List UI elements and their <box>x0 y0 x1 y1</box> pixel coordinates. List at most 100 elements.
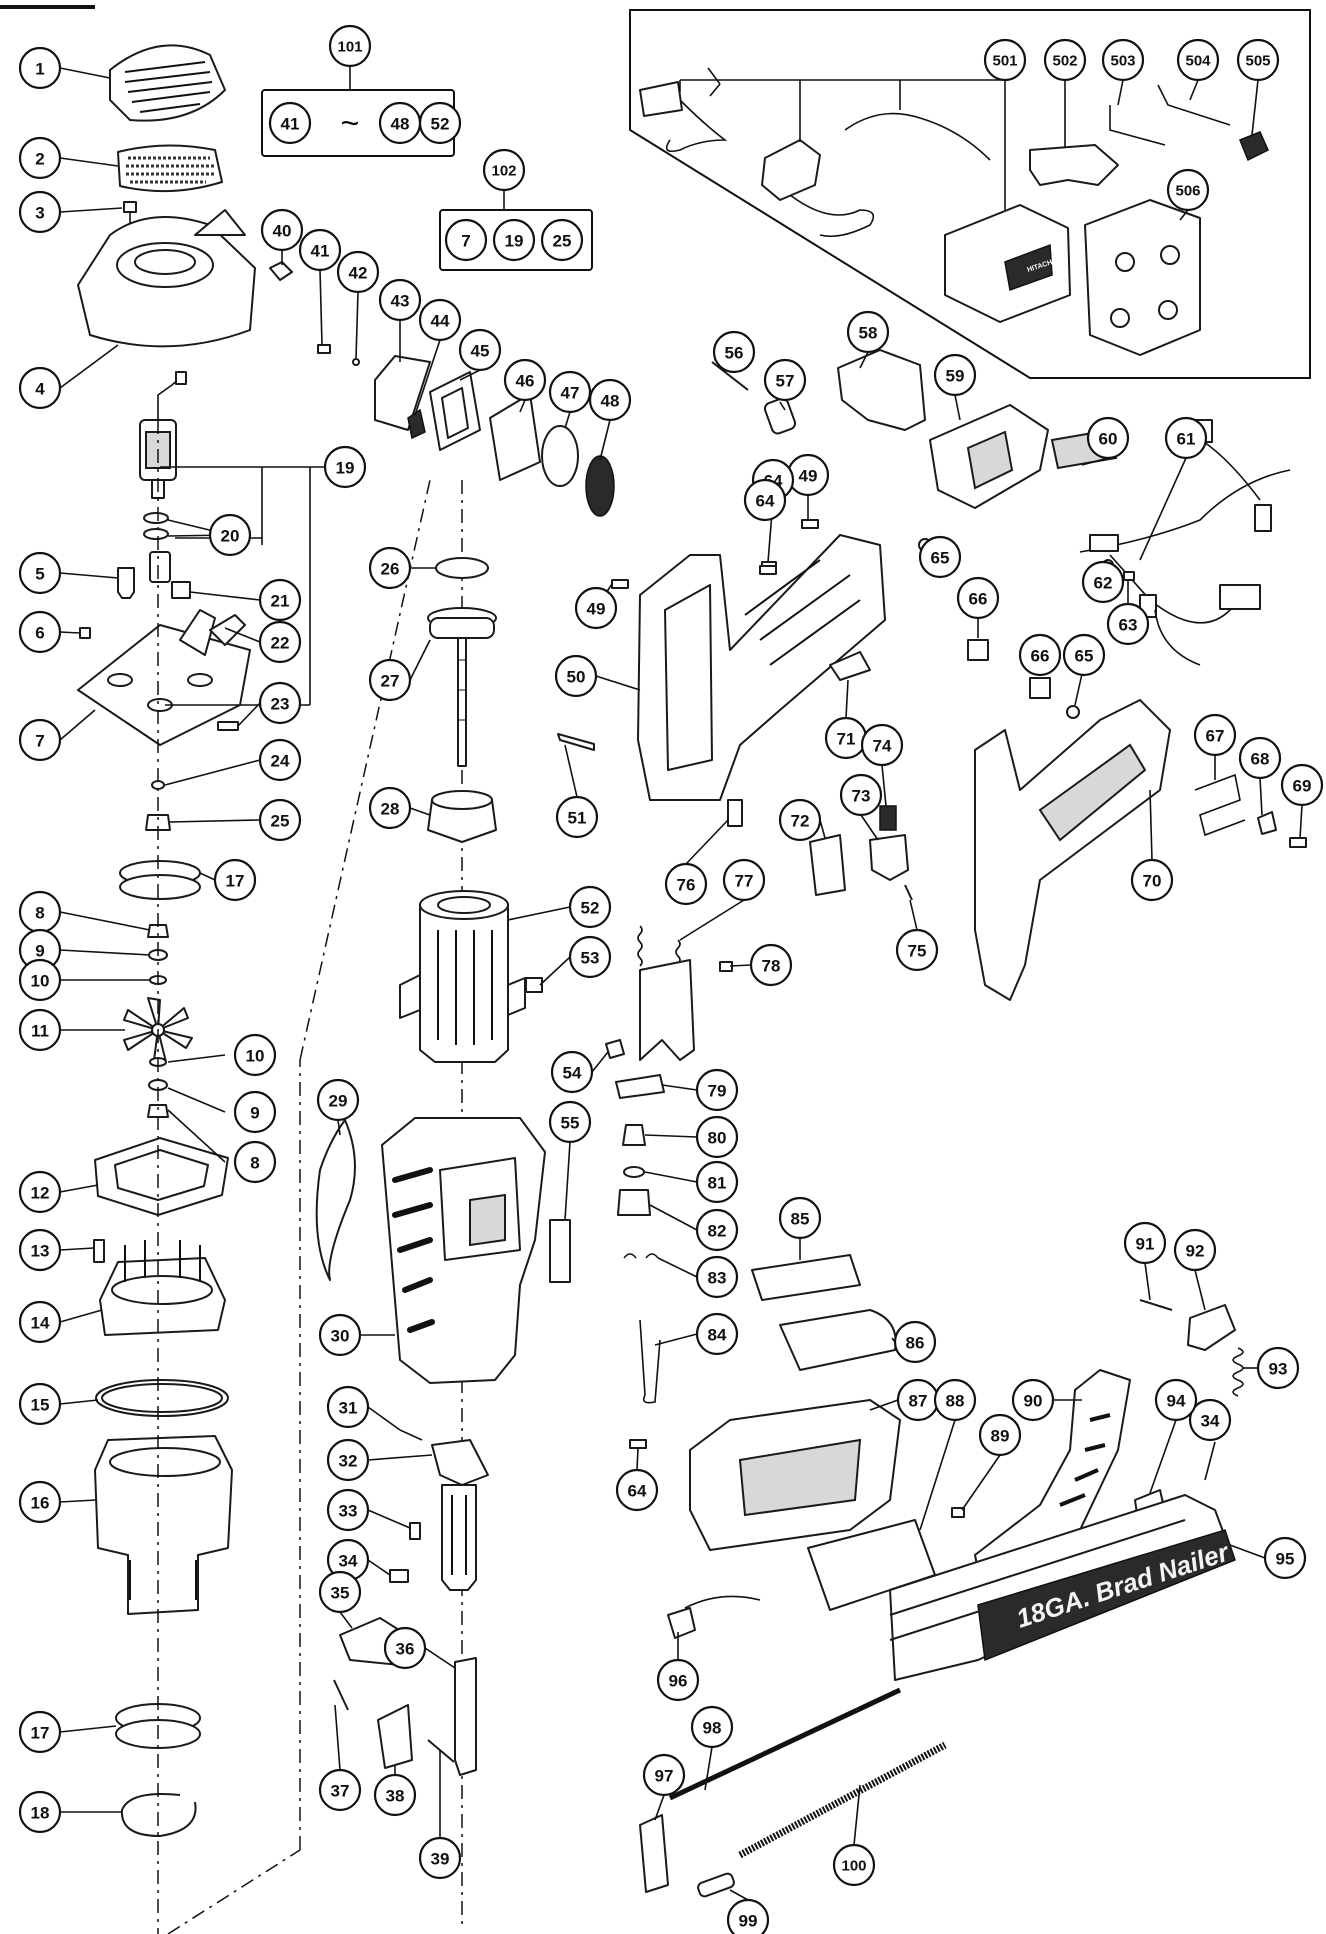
callout-number: 13 <box>31 1242 50 1261</box>
callout-65: 65 <box>918 535 962 579</box>
callout-45: 45 <box>458 328 502 372</box>
callout-number: 8 <box>35 904 44 923</box>
callout-65-1: 65 <box>1062 633 1106 677</box>
callout-number: 41 <box>281 115 300 134</box>
callout-number: 50 <box>567 668 586 687</box>
callout-27: 27 <box>368 658 412 702</box>
callout-number: 47 <box>561 384 580 403</box>
callout-number: 21 <box>271 592 290 611</box>
callout-34: 34 <box>326 1538 370 1582</box>
callout-number: 5 <box>35 565 44 584</box>
callout-number: 27 <box>381 672 400 691</box>
callout-number: 22 <box>271 634 290 653</box>
accessory-frame <box>629 9 1311 379</box>
callout-73: 73 <box>839 773 883 817</box>
callout-64-1: 64 <box>615 1468 659 1512</box>
callout-81: 81 <box>695 1160 739 1204</box>
callout-44: 44 <box>418 298 462 342</box>
callout-number: 11 <box>31 1022 49 1041</box>
callout-51: 51 <box>555 795 599 839</box>
callout-58: 58 <box>846 310 890 354</box>
callout-number: 3 <box>35 204 44 223</box>
callout-76: 76 <box>664 862 708 906</box>
callout-number: 25 <box>553 232 572 251</box>
callout-number: 78 <box>762 957 781 976</box>
callout-68: 68 <box>1238 736 1282 780</box>
callout-number: 89 <box>991 1427 1010 1446</box>
callout-60: 60 <box>1086 416 1130 460</box>
callout-number: 39 <box>431 1850 450 1869</box>
callout-layer: 1234567889910101112131415161717181920212… <box>18 24 1324 1934</box>
callout-number: 65 <box>931 549 950 568</box>
callout-number: 97 <box>655 1767 674 1786</box>
callout-48: 48 <box>378 101 422 145</box>
callout-32: 32 <box>326 1438 370 1482</box>
callout-number: 75 <box>908 942 927 961</box>
callout-25: 25 <box>258 798 302 842</box>
callout-number: 77 <box>735 872 754 891</box>
callout-59: 59 <box>933 353 977 397</box>
callout-number: 35 <box>331 1584 350 1603</box>
callout-number: 59 <box>946 367 965 386</box>
callout-10: 10 <box>18 958 62 1002</box>
callout-19: 19 <box>492 218 536 262</box>
callout-number: 61 <box>1177 430 1196 449</box>
callout-number: 30 <box>331 1327 350 1346</box>
callout-number: 23 <box>271 695 290 714</box>
callout-1: 1 <box>18 46 62 90</box>
callout-28: 28 <box>368 786 412 830</box>
callout-15: 15 <box>18 1382 62 1426</box>
callout-number: 100 <box>841 1858 866 1875</box>
callout-38: 38 <box>373 1773 417 1817</box>
callout-number: 504 <box>1185 53 1211 70</box>
callout-number: 503 <box>1110 53 1135 70</box>
leader-lines <box>59 67 1303 1901</box>
callout-14: 14 <box>18 1300 62 1344</box>
callout-number: 19 <box>336 459 355 478</box>
center-column-parts <box>315 344 615 1776</box>
callout-number: 90 <box>1024 1392 1043 1411</box>
callout-18: 18 <box>18 1790 62 1834</box>
callout-72: 72 <box>778 798 822 842</box>
callout-36: 36 <box>383 1626 427 1670</box>
callout-67: 67 <box>1193 713 1237 757</box>
callout-39: 39 <box>418 1836 462 1880</box>
callout-number: 2 <box>35 150 44 169</box>
callout-48: 48 <box>588 378 632 422</box>
callout-11: 11 <box>18 1008 62 1052</box>
callout-69: 69 <box>1280 763 1324 807</box>
callout-62: 62 <box>1081 560 1125 604</box>
callout-number: 81 <box>708 1174 727 1193</box>
callout-40: 40 <box>260 208 304 252</box>
callout-102: 102 <box>482 148 526 192</box>
callout-number: 93 <box>1269 1360 1288 1379</box>
callout-101: 101 <box>328 24 372 68</box>
callout-number: 65 <box>1075 647 1094 666</box>
callout-87: 87 <box>896 1378 940 1422</box>
callout-number: 20 <box>221 527 240 546</box>
callout-number: 17 <box>226 872 245 891</box>
callout-number: 37 <box>331 1782 350 1801</box>
callout-number: 38 <box>386 1787 405 1806</box>
callout-31: 31 <box>326 1385 370 1429</box>
kit-102-frame <box>439 209 593 271</box>
callout-number: 10 <box>246 1047 265 1066</box>
callout-92: 92 <box>1173 1228 1217 1272</box>
callout-501: 501 <box>983 38 1027 82</box>
callout-8: 8 <box>18 890 62 934</box>
callout-83: 83 <box>695 1255 739 1299</box>
callout-84: 84 <box>695 1312 739 1356</box>
callout-number: 9 <box>250 1104 259 1123</box>
callout-64-2: 64 <box>743 478 787 522</box>
callout-number: 19 <box>505 232 524 251</box>
callout-number: 8 <box>250 1154 259 1173</box>
callout-number: 10 <box>31 972 50 991</box>
callout-number: 1 <box>35 60 44 79</box>
callout-number: 66 <box>1031 647 1050 666</box>
callout-number: 101 <box>337 39 362 56</box>
callout-41: 41 <box>268 101 312 145</box>
callout-94: 94 <box>1154 1378 1198 1422</box>
callout-number: 95 <box>1276 1550 1295 1569</box>
callout-number: 66 <box>969 590 988 609</box>
